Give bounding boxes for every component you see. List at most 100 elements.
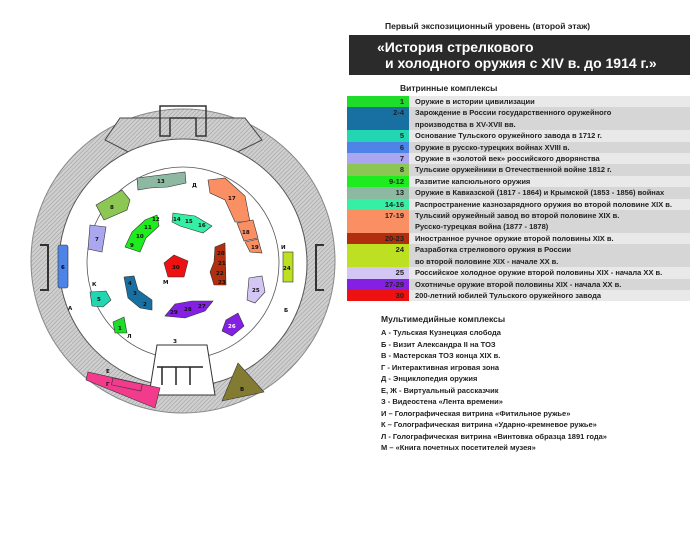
label-21: 21	[218, 261, 226, 267]
legend-row: 14-16 Распространение казнозарядного оруж…	[347, 198, 690, 211]
exhibit-26[interactable]	[221, 312, 245, 337]
label-19: 19	[251, 245, 259, 251]
label-3: 3	[133, 291, 137, 297]
legend-description-line: Распространение казнозарядного оружия во…	[415, 199, 672, 209]
exhibit-1[interactable]	[112, 316, 128, 334]
label-25: 25	[252, 288, 260, 294]
label-16: 16	[198, 223, 206, 229]
legend-description: 200-летний юбилей Тульского оружейного з…	[409, 289, 690, 302]
exhibit-13[interactable]	[136, 171, 187, 191]
multimedia-item: А - Тульская Кузнецкая слобода	[381, 328, 501, 338]
label-5: 5	[97, 297, 101, 303]
entrance-corridor	[148, 344, 216, 396]
label-E: Е	[106, 369, 110, 375]
label-24: 24	[283, 266, 291, 272]
legend-description-line: Охотничье оружие второй половины XIX - н…	[415, 279, 622, 289]
legend-description: Развитие капсюльного оружия	[409, 175, 690, 188]
legend-description-line: Развитие капсюльного оружия	[415, 176, 531, 186]
label-L: Л	[127, 334, 132, 340]
multimedia-item: М – «Книга почетных посетителей музея»	[381, 443, 536, 453]
label-28: 28	[184, 307, 192, 313]
legend-color-number: 6	[347, 141, 409, 154]
legend-description: Иностранное ручное оружие второй половин…	[409, 232, 690, 245]
legend-description-line: Иностранное ручное оружие второй половин…	[415, 233, 614, 243]
label-Z: З	[173, 339, 177, 345]
label-7: 7	[95, 237, 99, 243]
title-line-1: «История стрелкового	[377, 39, 534, 55]
legend-description-line: Российское холодное оружие второй полови…	[415, 268, 663, 278]
legend-description: Охотничье оружие второй половины XIX - н…	[409, 278, 690, 290]
label-14: 14	[173, 217, 181, 223]
exhibit-2-4[interactable]	[123, 275, 153, 311]
multimedia-item: Е, Ж - Виртуальный рассказчик	[381, 385, 499, 395]
multimedia-item: Д - Энциклопедия оружия	[381, 374, 478, 384]
exhibit-20-23[interactable]	[209, 242, 227, 286]
legend-description-line: Тульский оружейный завод во второй полов…	[415, 211, 620, 221]
legend-description-line: Разработка стрелкового оружия в России	[415, 245, 572, 255]
label-9: 9	[130, 243, 134, 249]
exhibit-30[interactable]	[163, 254, 189, 278]
label-A: А	[68, 306, 73, 312]
legend-color-number: 14-16	[347, 198, 409, 211]
label-10: 10	[136, 234, 144, 240]
legend-color-number: 17-19	[347, 210, 409, 233]
label-I: И	[281, 245, 286, 251]
label-8: 8	[110, 205, 114, 211]
exhibit-7[interactable]	[87, 224, 107, 253]
floor-plan-map: 13 8 7 6 5 1 17 18 19 24 25 26 9 10 11 1…	[30, 105, 336, 414]
legend-description-line: Русско-турецкая война (1877 - 1878)	[415, 222, 549, 232]
legend-color-number: 8	[347, 164, 409, 176]
legend-description-line: Оружие в Кавказской (1817 - 1864) и Крым…	[415, 188, 665, 198]
label-23: 23	[218, 280, 226, 286]
legend-description-line: Основание Тульского оружейного завода в …	[415, 131, 602, 141]
exhibit-8[interactable]	[95, 189, 131, 221]
legend-description: Основание Тульского оружейного завода в …	[409, 130, 690, 142]
label-11: 11	[144, 225, 152, 231]
exhibit-19[interactable]	[244, 238, 263, 254]
exhibit-18[interactable]	[236, 219, 259, 242]
exhibit-14-16[interactable]	[171, 212, 213, 234]
exhibit-6[interactable]	[57, 244, 69, 289]
exhibit-25[interactable]	[246, 275, 266, 304]
multimedia-item: К – Голографическая витрина «Ударно-крем…	[381, 420, 597, 430]
legend-description-line: производства в XV-XVII вв.	[415, 119, 516, 129]
multimedia-item: Б - Визит Александра II на ТОЗ	[381, 339, 496, 349]
label-17: 17	[228, 196, 236, 202]
exhibit-5[interactable]	[89, 290, 112, 308]
legend-description: Зарождение в России государственного ору…	[409, 107, 690, 131]
label-M: М	[163, 280, 168, 286]
multimedia-V-zone[interactable]	[221, 362, 265, 402]
exhibit-9-12[interactable]	[124, 214, 160, 253]
legend-color-number: 30	[347, 289, 409, 302]
exhibit-24[interactable]	[282, 251, 294, 283]
label-K: К	[92, 282, 97, 288]
exhibit-27-29[interactable]	[164, 300, 214, 319]
legend-color-number: 7	[347, 153, 409, 165]
multimedia-item: Г - Интерактивная игровая зона	[381, 362, 500, 372]
label-20: 20	[217, 251, 225, 257]
label-22: 22	[216, 271, 224, 277]
multimedia-item: В - Мастерская ТОЗ конца XIX в.	[381, 351, 501, 361]
top-stairwell	[159, 105, 207, 137]
legend-description: Российское холодное оружие второй полови…	[409, 267, 690, 279]
legend-description: Оружие в Кавказской (1817 - 1864) и Крым…	[409, 187, 690, 199]
legend-color-number: 2-4	[347, 107, 409, 131]
label-4: 4	[128, 281, 132, 287]
legend-color-number: 24	[347, 244, 409, 268]
multimedia-G-zone[interactable]	[85, 371, 161, 409]
label-29: 29	[170, 310, 178, 316]
title-line-2: и холодного оружия с XIV в. до 1914 г.»	[385, 55, 657, 71]
label-27: 27	[198, 304, 206, 310]
legend-row: 17-19 Тульский оружейный завод во второй …	[347, 210, 690, 233]
label-G: Г	[106, 382, 110, 388]
label-12: 12	[152, 217, 160, 223]
